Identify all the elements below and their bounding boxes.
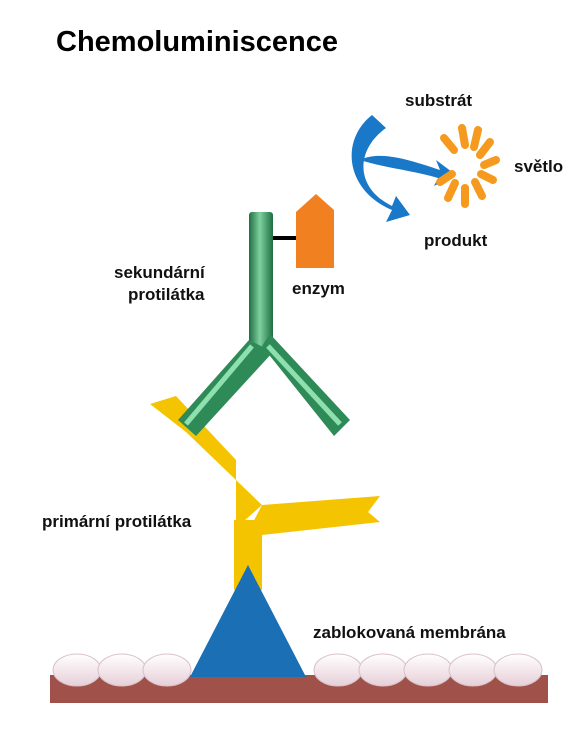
light-rays	[440, 128, 496, 204]
label-primary-antibody: primární protilátka	[42, 511, 191, 533]
label-secondary-antibody-line2: protilátka	[128, 284, 205, 306]
label-product: produkt	[424, 230, 487, 252]
label-secondary-antibody-line1: sekundární	[114, 262, 205, 284]
label-substrate: substrát	[405, 90, 472, 112]
label-light: světlo	[514, 156, 563, 178]
reaction-arrows	[352, 115, 456, 222]
label-blocked-membrane: zablokovaná membrána	[313, 622, 506, 644]
antigen	[190, 565, 306, 677]
diagram-title: Chemoluminiscence	[56, 26, 338, 59]
label-enzyme: enzym	[292, 278, 345, 300]
enzyme	[296, 194, 334, 268]
